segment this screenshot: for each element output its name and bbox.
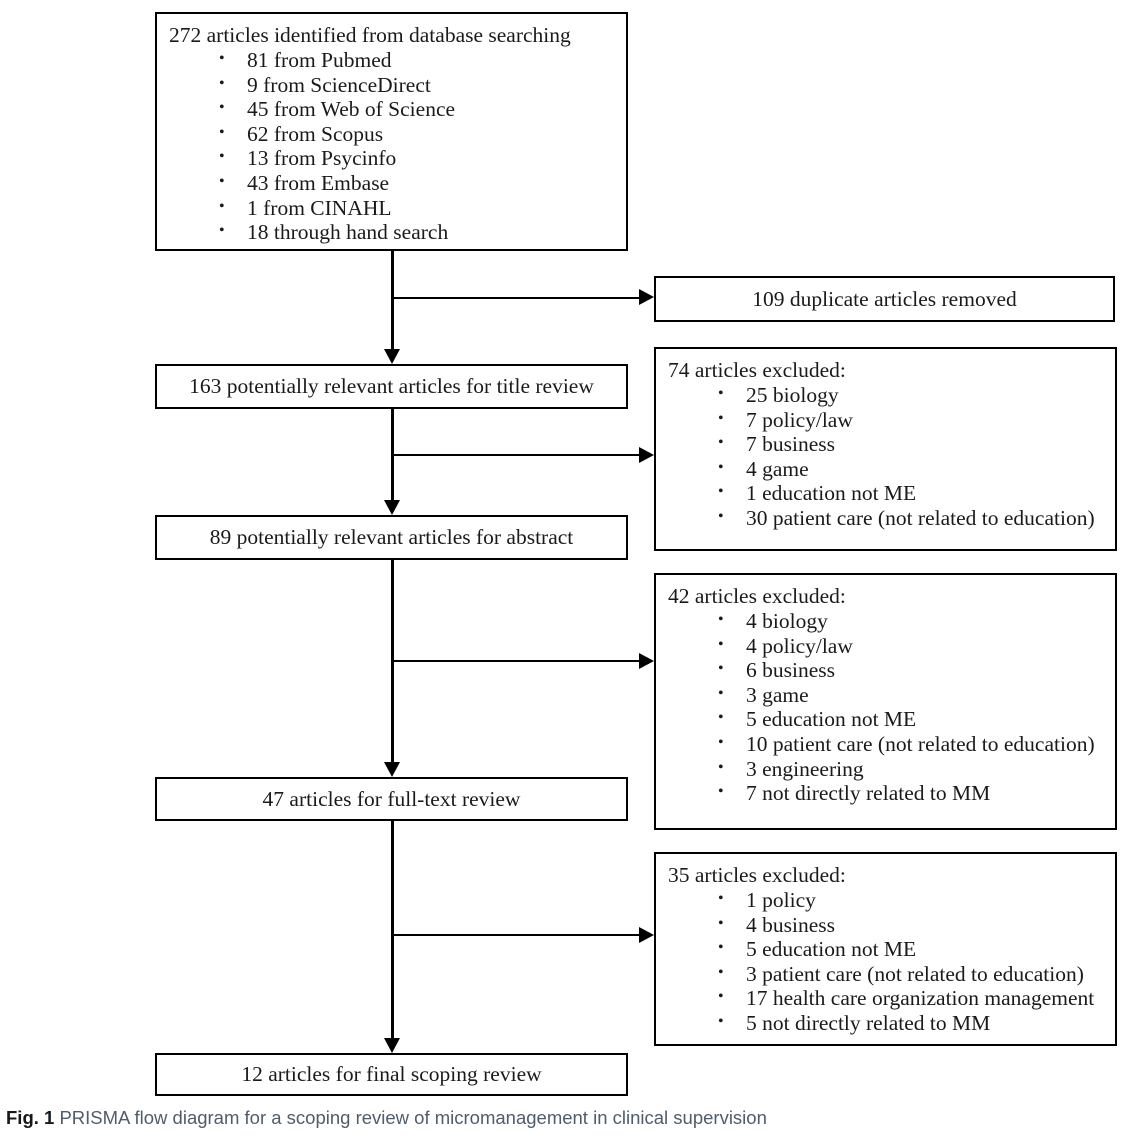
box-excluded-title-review-list: 25 biology 7 policy/law 7 business 4 gam… <box>656 382 1115 531</box>
figure-label: Fig. 1 <box>6 1107 55 1128</box>
list-item: 25 biology <box>656 382 1115 408</box>
list-item: 62 from Scopus <box>157 121 626 147</box>
connector-to-excluded-abstract <box>391 660 639 663</box>
connector-to-excluded-fulltext <box>391 934 639 937</box>
arrowhead-down-to-final-review <box>383 1038 400 1053</box>
list-item: 17 health care organization management <box>656 985 1115 1011</box>
list-item: 4 biology <box>656 608 1115 634</box>
list-item: 45 from Web of Science <box>157 96 626 122</box>
list-item: 1 policy <box>656 887 1115 913</box>
box-articles-identified: 272 articles identified from database se… <box>155 12 628 251</box>
list-item: 43 from Embase <box>157 170 626 196</box>
box-excluded-abstract-review-list: 4 biology 4 policy/law 6 business 3 game… <box>656 608 1115 806</box>
box-duplicates-removed: 109 duplicate articles removed <box>654 276 1115 322</box>
list-item: 5 education not ME <box>656 706 1115 732</box>
list-item: 4 business <box>656 912 1115 938</box>
list-item: 13 from Psycinfo <box>157 145 626 171</box>
list-item: 7 policy/law <box>656 407 1115 433</box>
box-final-scoping-review: 12 articles for final scoping review <box>155 1053 628 1096</box>
box-title-review: 163 potentially relevant articles for ti… <box>155 364 628 409</box>
box-abstract-review-heading: 89 potentially relevant articles for abs… <box>209 525 574 549</box>
box-fulltext-review: 47 articles for full-text review <box>155 777 628 821</box>
list-item: 1 education not ME <box>656 480 1115 506</box>
box-excluded-title-review-heading: 74 articles excluded: <box>668 358 846 382</box>
box-excluded-abstract-review: 42 articles excluded: 4 biology 4 policy… <box>654 573 1117 830</box>
list-item: 3 game <box>656 682 1115 708</box>
list-item: 5 not directly related to MM <box>656 1010 1115 1036</box>
box-excluded-title-review: 74 articles excluded: 25 biology 7 polic… <box>654 347 1117 551</box>
box-final-scoping-review-heading: 12 articles for final scoping review <box>241 1062 542 1086</box>
arrowhead-right-to-duplicates <box>639 289 654 306</box>
arrowhead-right-to-excluded-fulltext <box>639 926 654 943</box>
box-articles-identified-source-list: 81 from Pubmed 9 from ScienceDirect 45 f… <box>157 47 626 245</box>
list-item: 81 from Pubmed <box>157 47 626 73</box>
box-title-review-heading: 163 potentially relevant articles for ti… <box>189 374 594 398</box>
list-item: 30 patient care (not related to educatio… <box>656 505 1115 531</box>
list-item: 4 game <box>656 456 1115 482</box>
box-fulltext-review-heading: 47 articles for full-text review <box>262 786 521 811</box>
box-duplicates-removed-heading: 109 duplicate articles removed <box>752 286 1017 311</box>
box-abstract-review: 89 potentially relevant articles for abs… <box>155 515 628 560</box>
list-item: 3 engineering <box>656 756 1115 782</box>
arrowhead-down-to-title-review <box>383 349 400 364</box>
connector-to-excluded-title <box>391 454 639 457</box>
figure-caption-text: PRISMA flow diagram for a scoping review… <box>59 1107 767 1128</box>
list-item: 18 through hand search <box>157 219 626 245</box>
arrowhead-right-to-excluded-title <box>639 446 654 463</box>
box-articles-identified-heading: 272 articles identified from database se… <box>169 23 571 47</box>
list-item: 1 from CINAHL <box>157 195 626 221</box>
connector-to-duplicates <box>391 297 639 300</box>
box-excluded-abstract-review-heading: 42 articles excluded: <box>668 584 846 608</box>
box-excluded-fulltext-review-list: 1 policy 4 business 5 education not ME 3… <box>656 887 1115 1036</box>
list-item: 3 patient care (not related to education… <box>656 961 1115 987</box>
connector-identified-to-title <box>391 251 394 349</box>
list-item: 10 patient care (not related to educatio… <box>656 731 1115 757</box>
list-item: 5 education not ME <box>656 936 1115 962</box>
list-item: 9 from ScienceDirect <box>157 72 626 98</box>
arrowhead-right-to-excluded-abstract <box>639 652 654 669</box>
list-item: 7 business <box>656 431 1115 457</box>
arrowhead-down-to-fulltext-review <box>383 762 400 777</box>
connector-fulltext-to-final <box>391 821 394 1038</box>
box-excluded-fulltext-review-heading: 35 articles excluded: <box>668 863 846 887</box>
list-item: 4 policy/law <box>656 633 1115 659</box>
list-item: 6 business <box>656 657 1115 683</box>
arrowhead-down-to-abstract-review <box>383 500 400 515</box>
list-item: 7 not directly related to MM <box>656 780 1115 806</box>
box-excluded-fulltext-review: 35 articles excluded: 1 policy 4 busines… <box>654 852 1117 1046</box>
figure-caption: Fig. 1 PRISMA flow diagram for a scoping… <box>6 1106 767 1130</box>
